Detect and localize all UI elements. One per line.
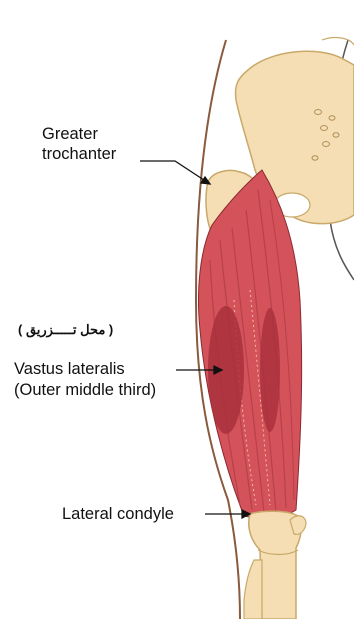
injection-zone-inner [260,308,280,432]
injection-site-arabic-label: ( محل تـــــزريق ) [18,322,113,338]
greater-trochanter-pointer [140,161,210,184]
vastus-lateralis-muscle [199,170,302,518]
greater-trochanter-label-line1: Greater [42,125,98,144]
vastus-lateralis-label: Vastus lateralis [14,360,125,379]
greater-trochanter-label-line2: trochanter [42,145,116,164]
knee-bones [244,511,306,619]
outer-middle-third-label: (Outer middle third) [14,381,156,400]
lateral-condyle-label: Lateral condyle [62,505,174,524]
